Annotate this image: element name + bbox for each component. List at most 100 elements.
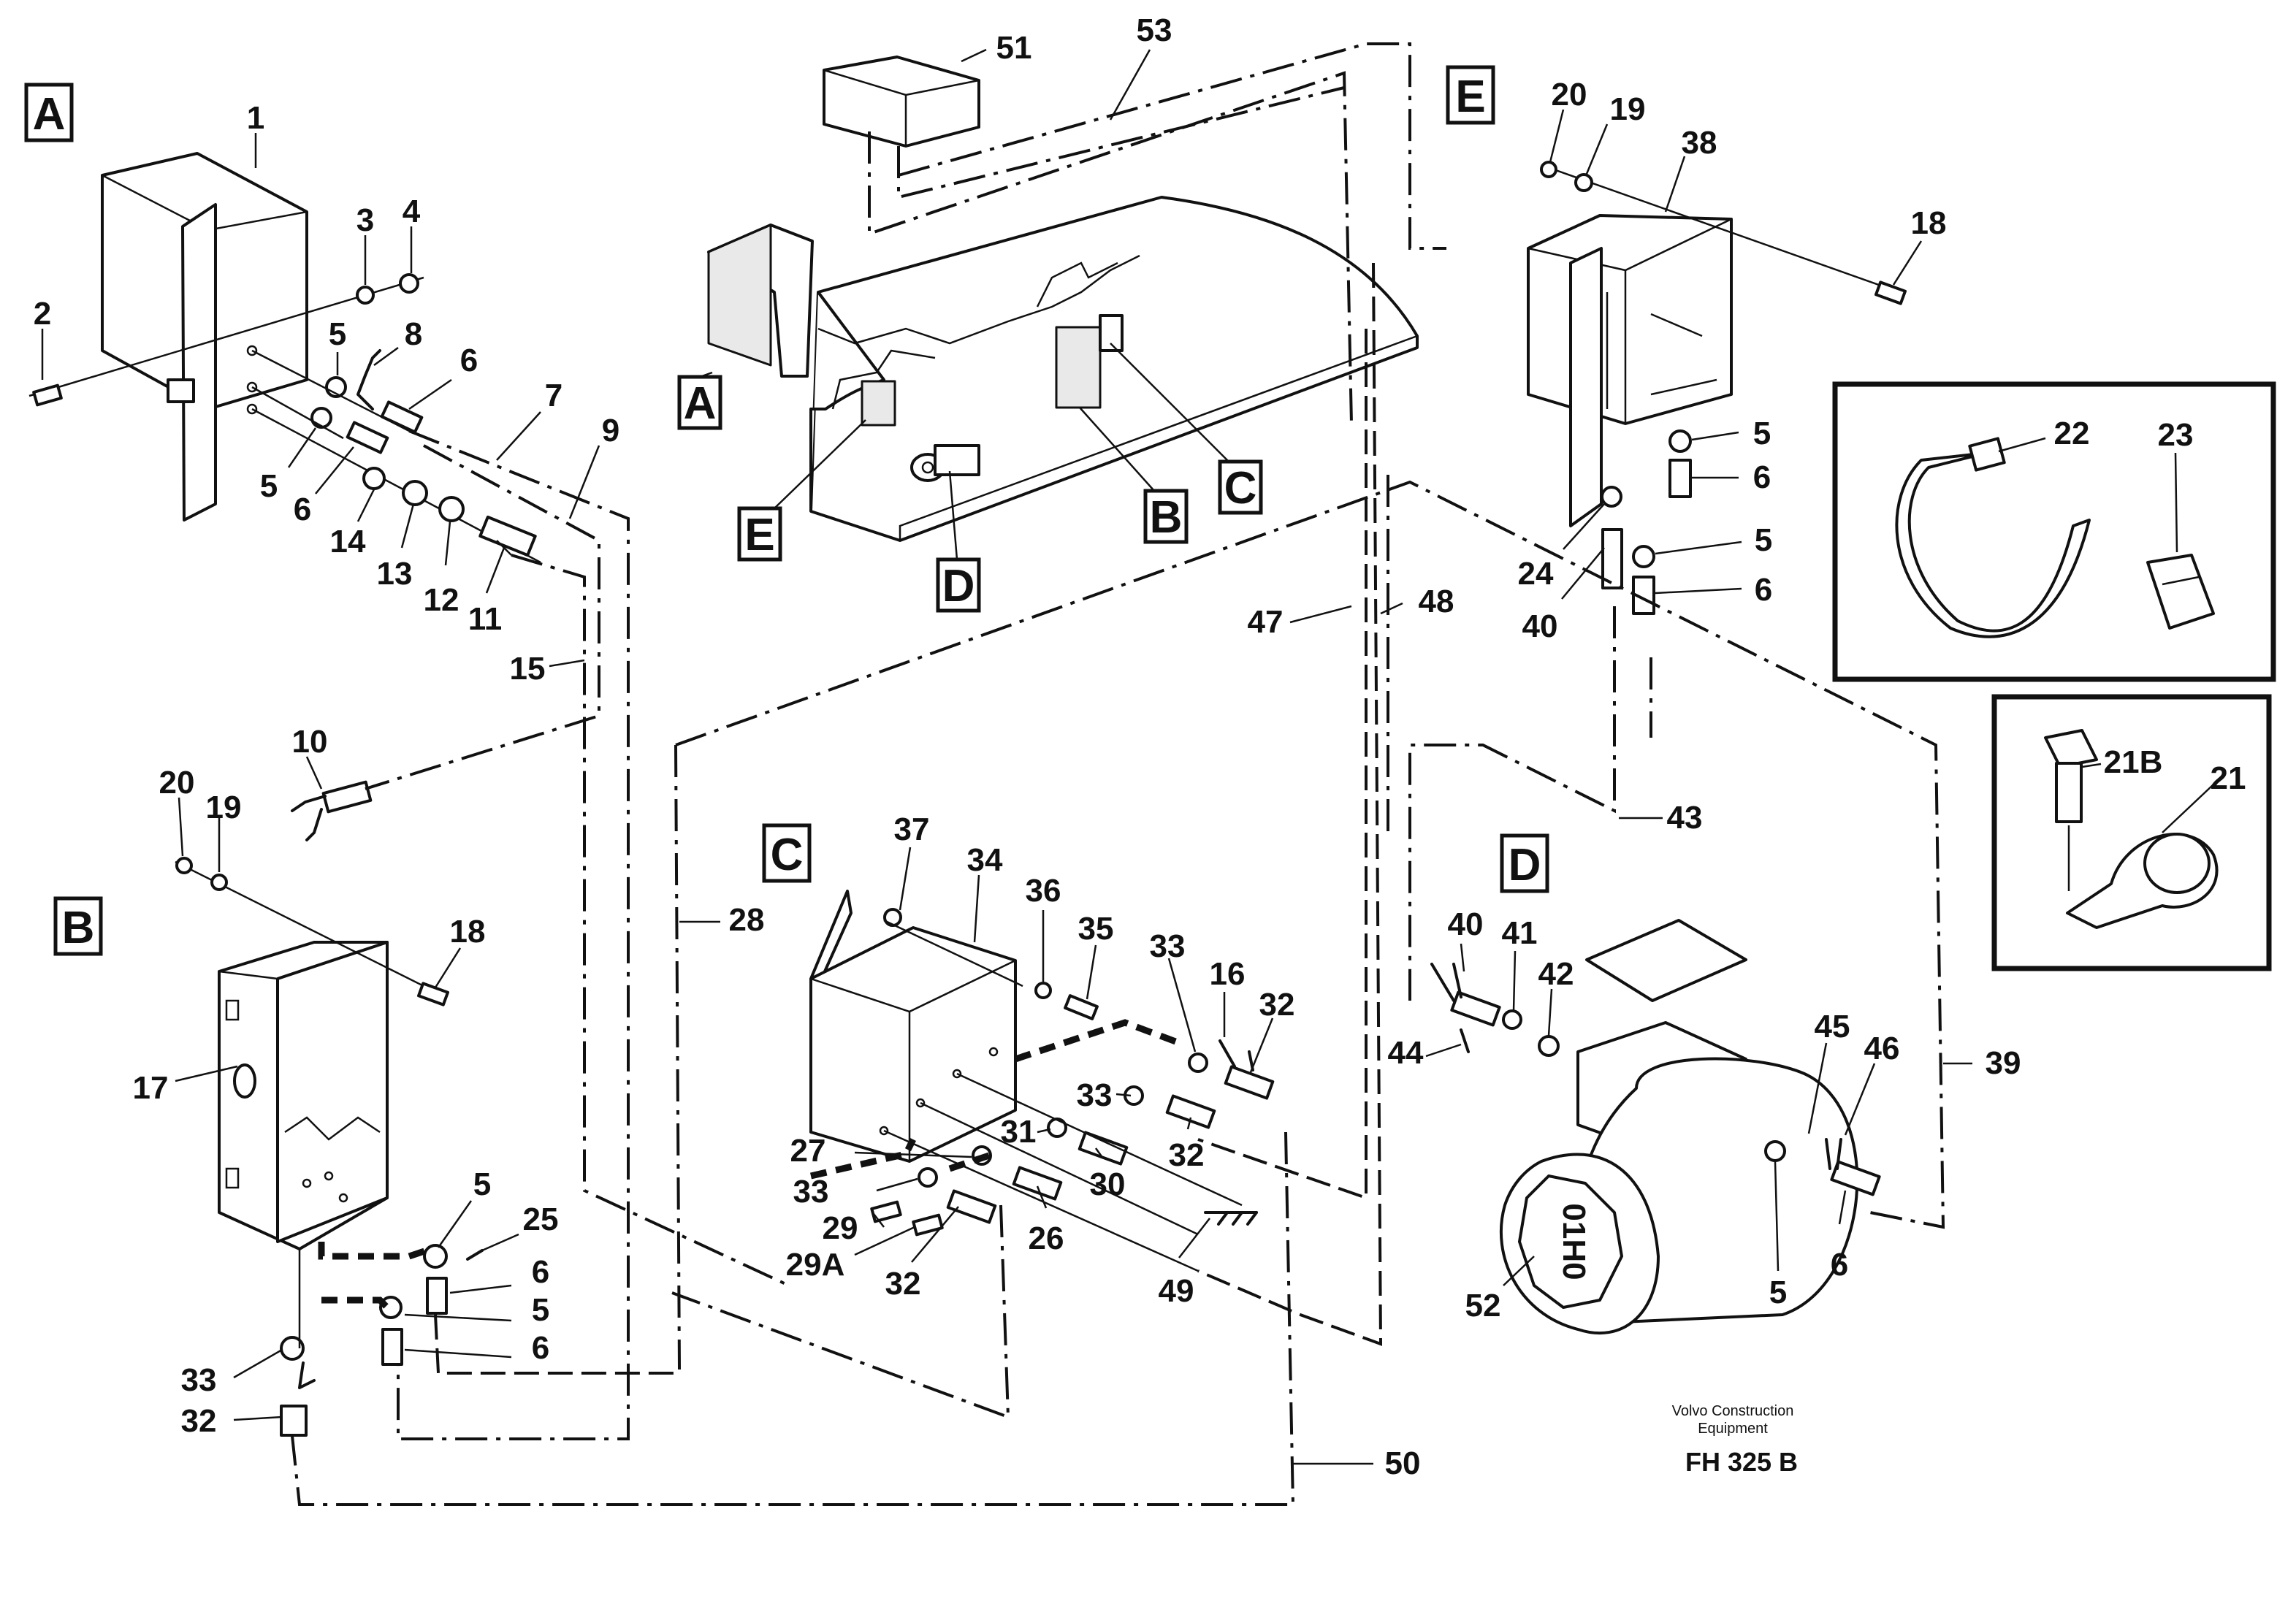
- callout-32b: 32: [181, 1403, 283, 1439]
- svg-text:D: D: [1509, 840, 1541, 890]
- svg-text:21: 21: [2211, 760, 2246, 796]
- callout-50: 50: [1293, 1445, 1420, 1481]
- callout-25: 25: [481, 1202, 559, 1252]
- callout-22: 22: [1998, 416, 2090, 453]
- svg-text:33: 33: [181, 1362, 217, 1398]
- svg-text:C: C: [1224, 463, 1257, 513]
- svg-text:32: 32: [1259, 987, 1295, 1023]
- svg-text:20: 20: [159, 765, 195, 801]
- svg-text:E: E: [744, 510, 774, 560]
- callout-8: 8: [373, 316, 422, 367]
- callout-27: 27: [790, 1133, 972, 1169]
- harness-routes: [291, 42, 1945, 1506]
- svg-text:40: 40: [1522, 608, 1558, 644]
- callout-44: 44: [1388, 1035, 1462, 1071]
- svg-text:47: 47: [1248, 604, 1284, 640]
- svg-text:45: 45: [1815, 1009, 1850, 1044]
- callout-6b: 6: [294, 446, 354, 527]
- svg-text:25: 25: [523, 1202, 559, 1237]
- svg-text:51: 51: [996, 30, 1032, 66]
- svg-text:38: 38: [1682, 125, 1717, 161]
- svg-text:40: 40: [1448, 906, 1484, 942]
- callout-19b: 19: [206, 790, 241, 872]
- callout-39: 39: [1943, 1045, 2021, 1081]
- svg-text:36: 36: [1026, 873, 1061, 909]
- callout-26: 26: [1029, 1185, 1064, 1256]
- svg-text:24: 24: [1518, 556, 1554, 592]
- svg-text:6: 6: [532, 1330, 549, 1366]
- callout-33c3: 33: [793, 1174, 918, 1210]
- svg-text:A: A: [684, 378, 717, 429]
- callout-40e: 40: [1522, 547, 1605, 644]
- callout-5e2: 5: [1655, 522, 1772, 558]
- callout-11: 11: [468, 547, 506, 637]
- svg-text:53: 53: [1137, 12, 1172, 48]
- callout-14: 14: [330, 489, 375, 559]
- locator-label-e: E: [737, 506, 782, 562]
- cab-overview: [699, 196, 1419, 560]
- section-label-d: D: [1500, 833, 1549, 893]
- svg-text:10: 10: [292, 724, 328, 760]
- svg-text:8: 8: [405, 316, 422, 352]
- cable-10: [291, 780, 373, 841]
- svg-text:35: 35: [1078, 911, 1114, 947]
- callout-21b: 21B: [2081, 744, 2163, 780]
- callout-15: 15: [510, 651, 585, 687]
- locator-label-c: C: [1218, 459, 1263, 515]
- callout-20e: 20: [1549, 77, 1587, 163]
- svg-text:6: 6: [532, 1254, 549, 1290]
- callout-19e: 19: [1585, 91, 1645, 175]
- svg-text:39: 39: [1986, 1045, 2021, 1081]
- callout-18b: 18: [434, 914, 485, 988]
- callout-20b: 20: [159, 765, 195, 857]
- callout-45: 45: [1807, 1009, 1850, 1134]
- part-17-box: [218, 941, 389, 1250]
- callout-3: 3: [356, 202, 374, 285]
- svg-text:22: 22: [2054, 416, 2090, 451]
- callout-6a: 6: [408, 343, 478, 410]
- callout-2: 2: [34, 296, 51, 380]
- callout-6e2: 6: [1655, 572, 1772, 608]
- callout-6f: 6: [1831, 1190, 1848, 1283]
- svg-text:15: 15: [510, 651, 546, 687]
- svg-text:6: 6: [460, 343, 478, 378]
- callout-32c1: 32: [1249, 987, 1295, 1073]
- callout-29a: 29A: [786, 1226, 915, 1283]
- section-label-a: A: [24, 83, 74, 142]
- pump-icon: [910, 444, 980, 482]
- callout-33b: 33: [181, 1348, 283, 1398]
- svg-text:30: 30: [1090, 1166, 1126, 1202]
- callout-28: 28: [679, 902, 764, 938]
- svg-text:33: 33: [793, 1174, 829, 1210]
- callout-9: 9: [568, 413, 619, 519]
- svg-text:43: 43: [1667, 800, 1703, 836]
- callout-5c: 5: [437, 1166, 491, 1248]
- svg-text:21B: 21B: [2104, 744, 2163, 780]
- callout-32c2: 32: [1169, 1117, 1204, 1173]
- callout-10: 10: [292, 724, 328, 790]
- svg-text:5: 5: [1769, 1275, 1787, 1310]
- fasteners-d: [1430, 963, 1560, 1057]
- svg-text:Equipment: Equipment: [1698, 1421, 1768, 1437]
- callout-47: 47: [1248, 604, 1352, 640]
- svg-text:6: 6: [1755, 572, 1772, 608]
- callout-35: 35: [1078, 911, 1114, 1000]
- callout-18e: 18: [1892, 205, 1946, 286]
- footer-block: Volvo Construction Equipment FH 325 B: [1672, 1403, 1798, 1477]
- section-label-b: B: [53, 896, 103, 956]
- svg-text:Volvo Construction: Volvo Construction: [1672, 1403, 1794, 1419]
- svg-text:12: 12: [424, 582, 459, 618]
- callout-48: 48: [1380, 584, 1454, 619]
- callout-34: 34: [967, 842, 1003, 943]
- svg-text:34: 34: [967, 842, 1003, 878]
- part-52-motor: 01H0: [1499, 919, 1881, 1334]
- locator-label-b: B: [1143, 489, 1189, 544]
- svg-text:42: 42: [1538, 956, 1574, 992]
- callout-24: 24: [1518, 503, 1605, 592]
- svg-text:27: 27: [790, 1133, 826, 1169]
- svg-text:33: 33: [1077, 1077, 1113, 1113]
- svg-text:11: 11: [468, 601, 503, 637]
- inset-clamp-screw: [1991, 694, 2272, 971]
- svg-text:26: 26: [1029, 1221, 1064, 1256]
- svg-text:6: 6: [1753, 459, 1771, 495]
